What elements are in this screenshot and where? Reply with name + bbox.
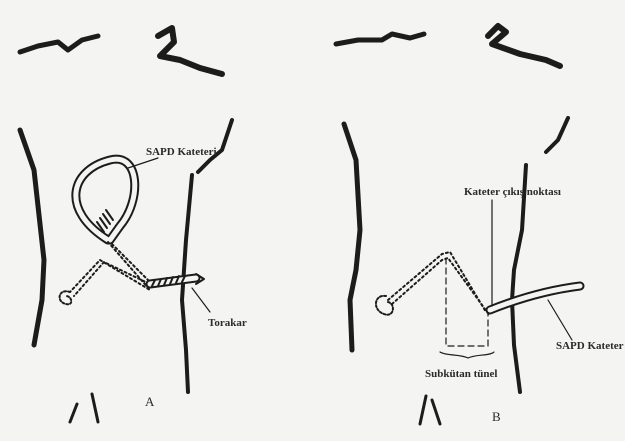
panel-b-torso <box>336 26 568 424</box>
sapd-catheter-label-a: SAPD Kateteri <box>146 147 217 158</box>
exit-site-label: Kateter çıkış noktası <box>464 187 561 198</box>
panel-b-letter: B <box>492 410 501 423</box>
sapd-catheter-label-b: SAPD Kateter <box>556 341 624 352</box>
panel-a-letter: A <box>145 395 154 408</box>
panel-b-catheter <box>376 200 580 358</box>
trocar-label: Torakar <box>208 318 247 329</box>
subcutaneous-tunnel-label: Subkütan tünel <box>425 369 497 380</box>
